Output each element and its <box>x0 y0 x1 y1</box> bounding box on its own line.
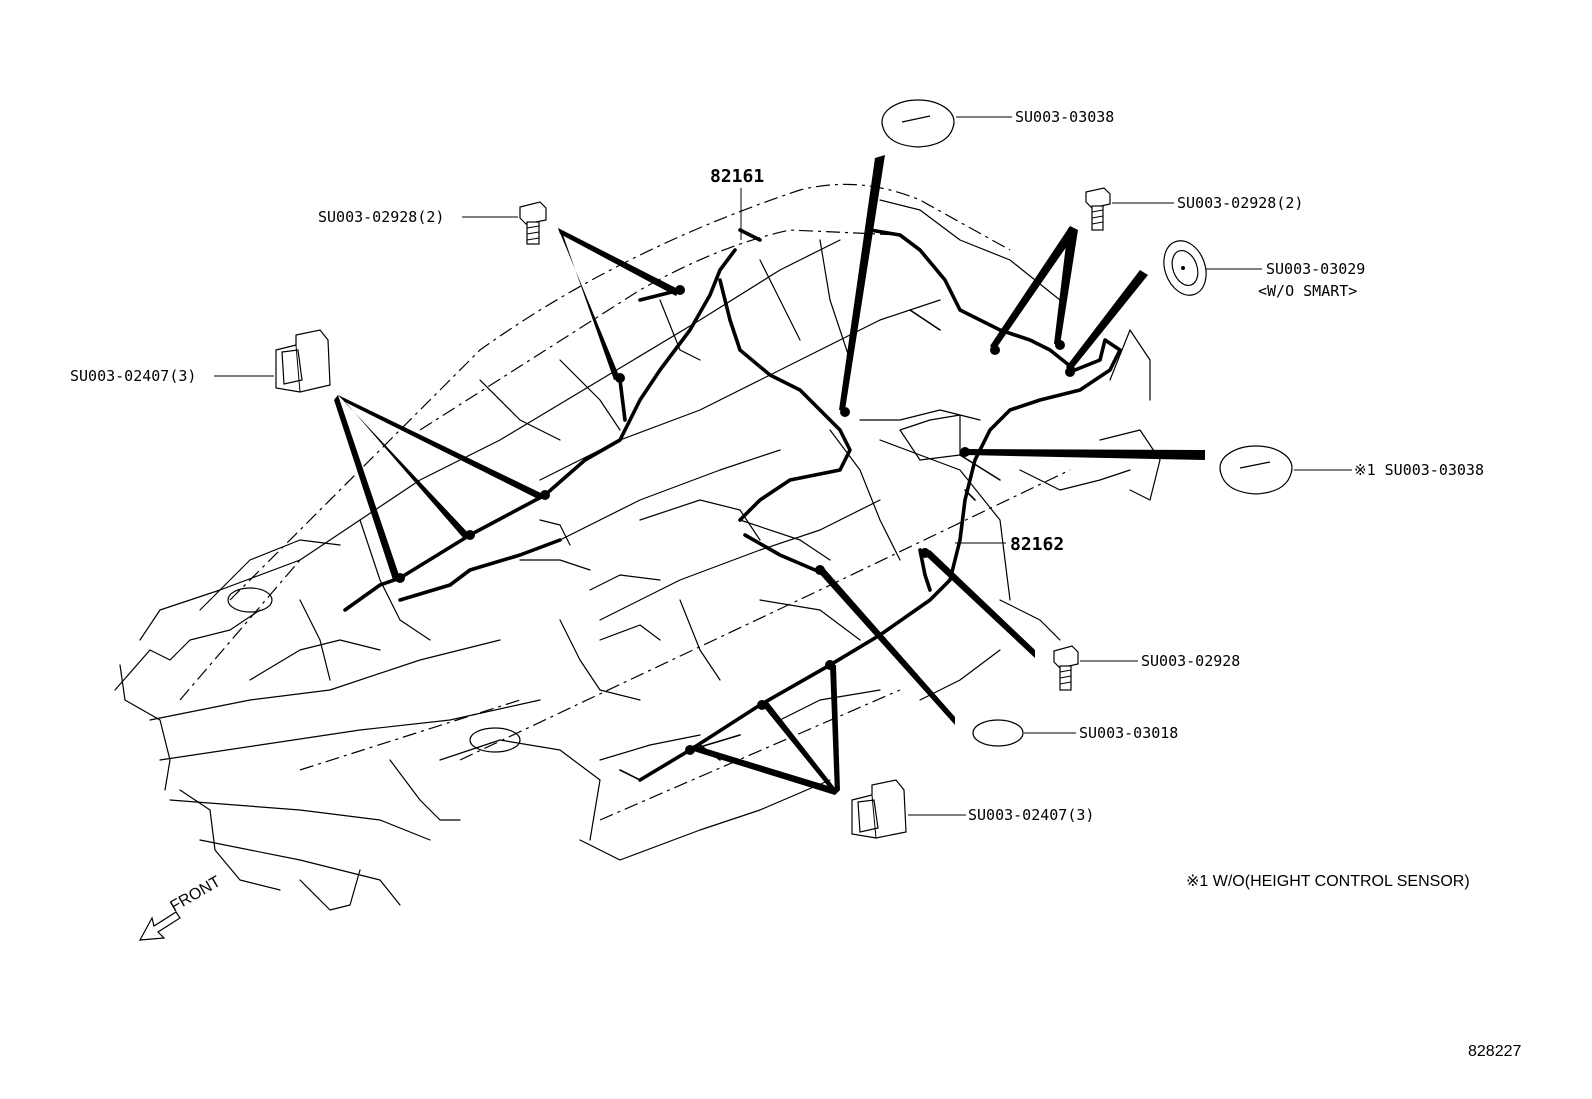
plug-illustration <box>1219 445 1293 495</box>
leader-lines <box>214 116 1352 816</box>
callout-clip-left: SU003-02407(3) <box>70 367 196 385</box>
clip-illustration <box>275 329 331 393</box>
figure-number: 828227 <box>1468 1043 1521 1060</box>
callout-plug-height-control: ※1 SU003-03038 <box>1354 461 1484 479</box>
front-direction-arrow: FRONT <box>138 873 224 941</box>
footnote: ※1 W/O(HEIGHT CONTROL SENSOR) <box>1186 873 1470 890</box>
callout-bolt-left: SU003-02928(2) <box>318 208 444 226</box>
clamp-dots <box>395 285 1075 755</box>
callout-plug-oval: SU003-03018 <box>1079 724 1178 742</box>
oval-plug-illustration <box>972 719 1024 747</box>
callout-bolt-right: SU003-02928(2) <box>1177 194 1303 212</box>
clip-illustration <box>851 779 907 839</box>
callout-plug-smart-note: <W/O SMART> <box>1258 282 1357 300</box>
vehicle-body-outline <box>114 183 1161 911</box>
callout-harness-82161: 82161 <box>710 166 764 187</box>
callout-harness-82162: 82162 <box>1010 534 1064 555</box>
bolt-illustration <box>1053 645 1079 691</box>
front-label: FRONT <box>168 873 224 915</box>
callout-plug-smart: SU003-03029 <box>1266 260 1365 278</box>
callout-bolt-bottom: SU003-02928 <box>1141 652 1240 670</box>
clamp-indicators <box>334 155 1205 795</box>
plug-illustration <box>1163 240 1207 296</box>
plug-illustration <box>881 99 955 148</box>
bolt-illustration <box>519 201 547 245</box>
callout-clip-bottom: SU003-02407(3) <box>968 806 1094 824</box>
callout-plug-top: SU003-03038 <box>1015 108 1114 126</box>
harness-82161-routing <box>343 228 852 612</box>
bolt-illustration <box>1085 187 1111 231</box>
